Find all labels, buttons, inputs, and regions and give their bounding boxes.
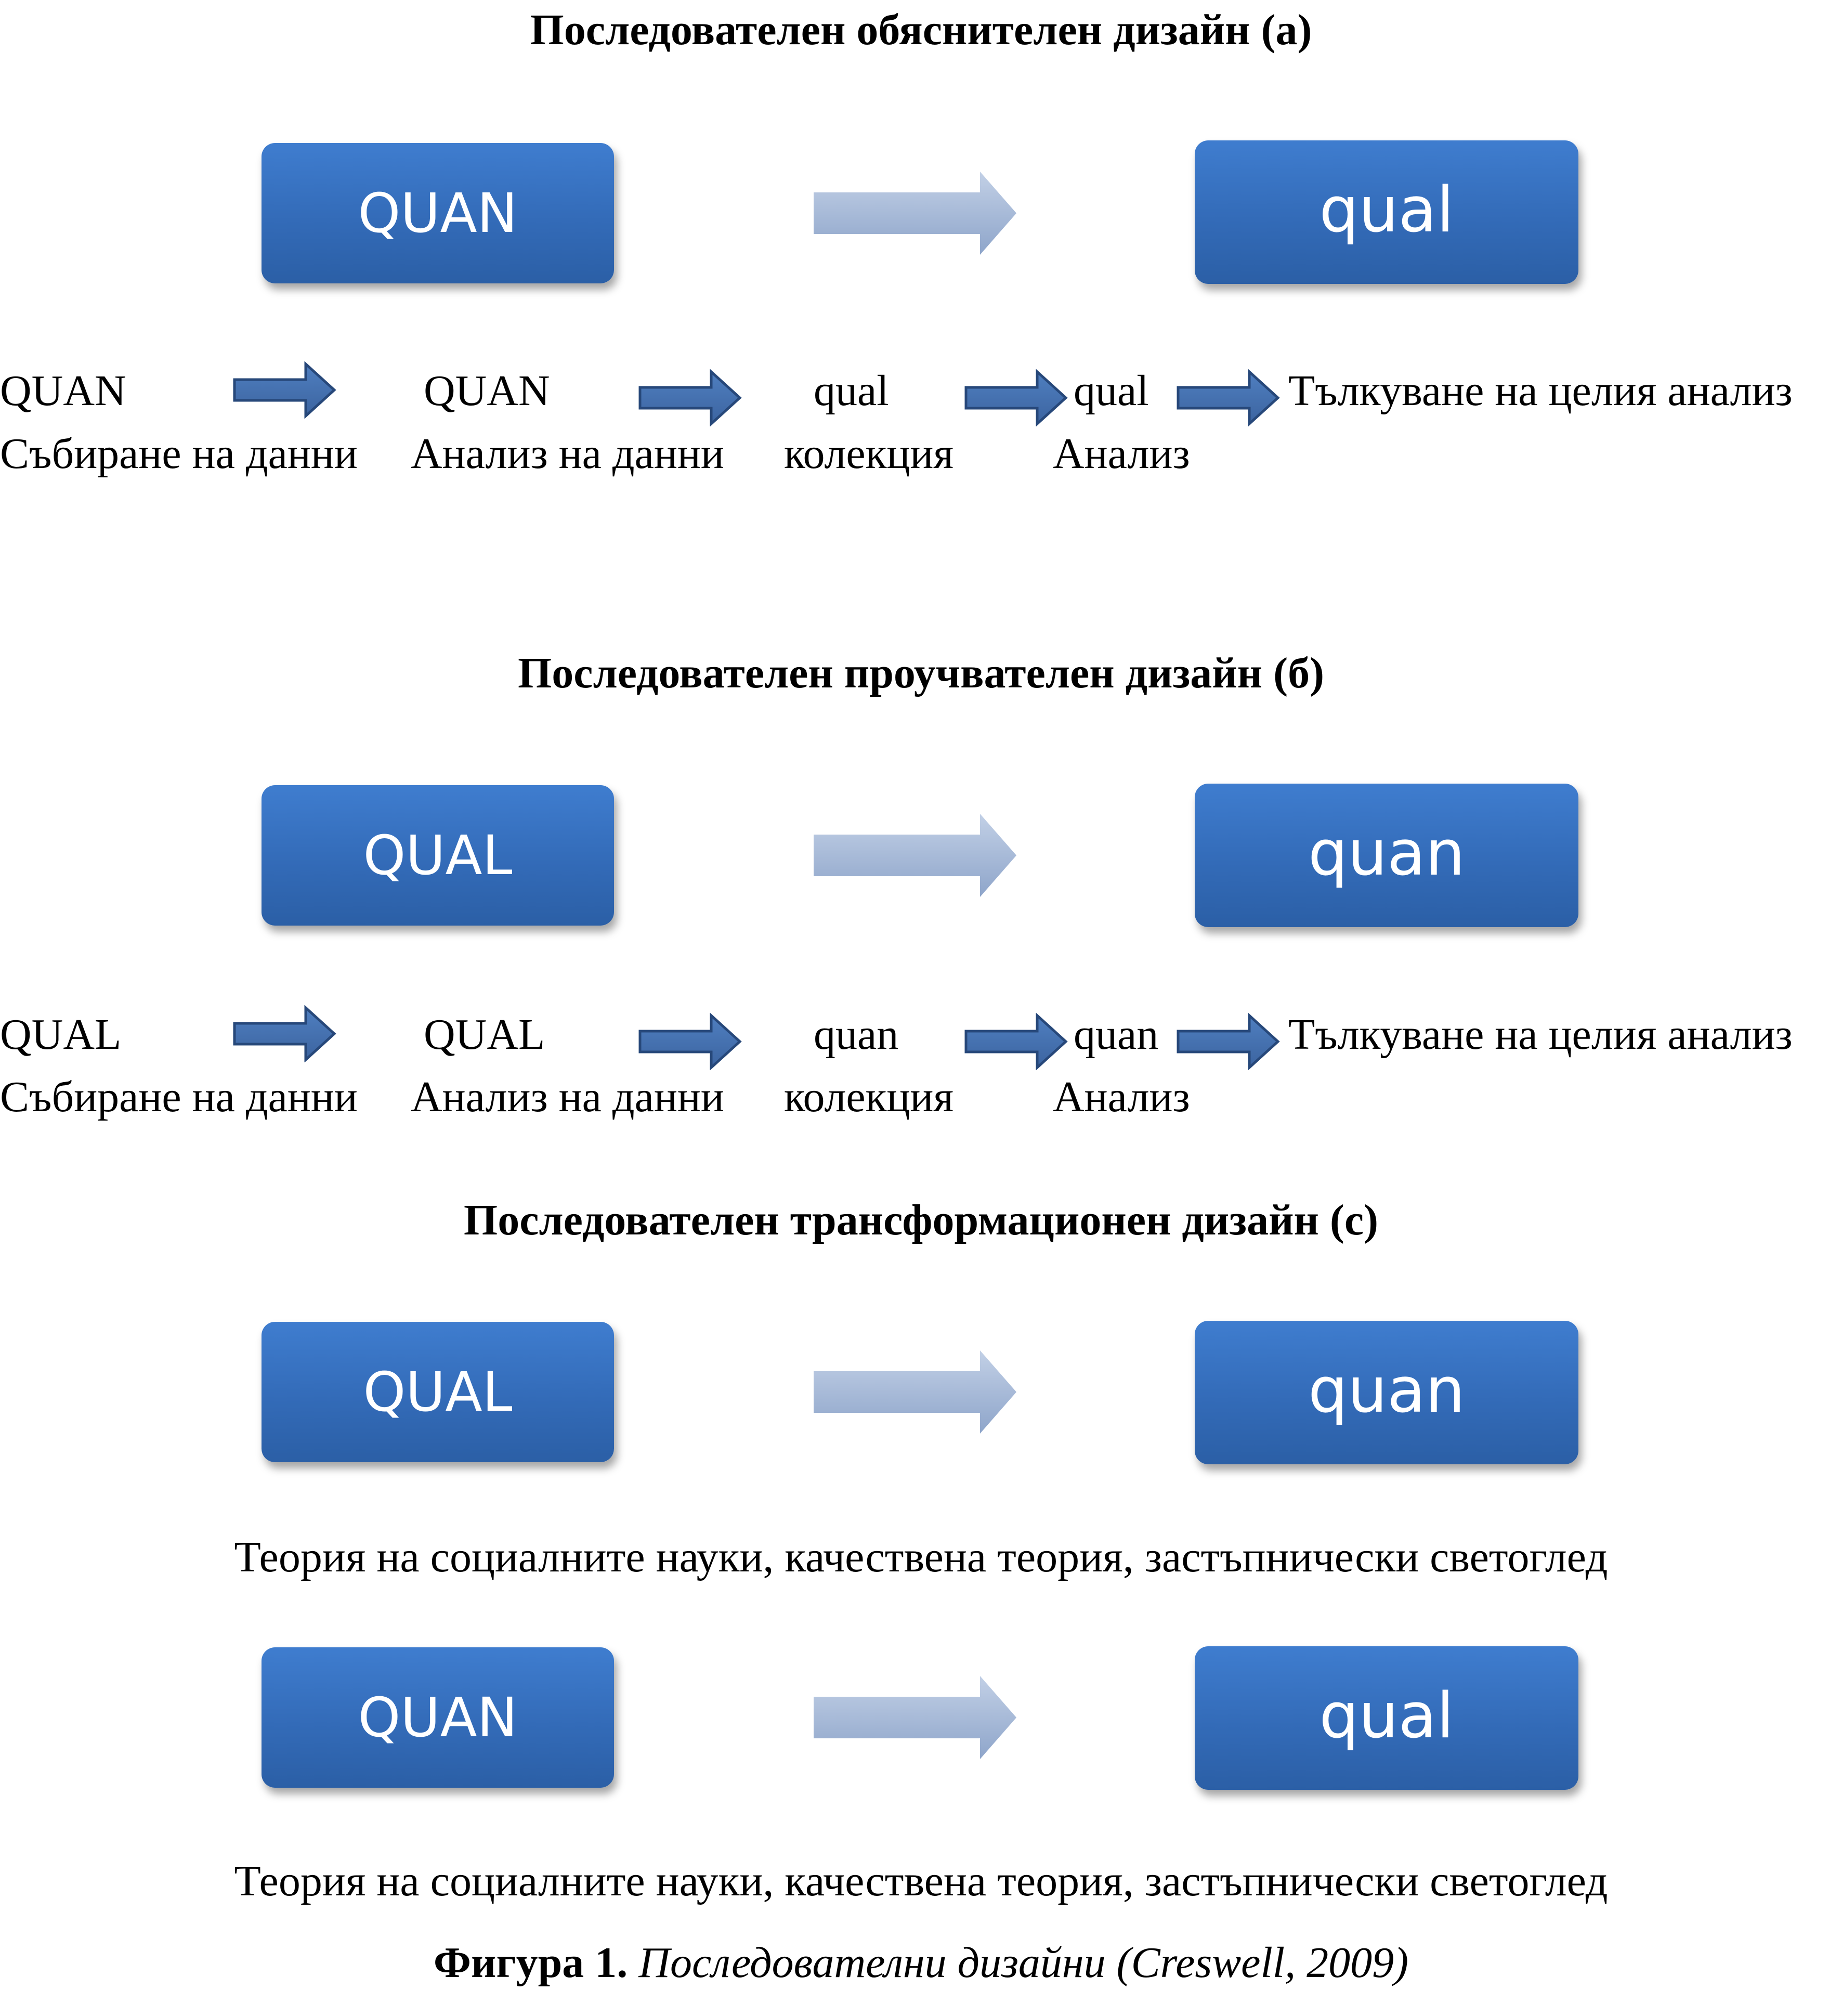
- quan-box: quan: [1195, 1321, 1578, 1464]
- big-arrow-icon: [814, 1676, 1016, 1759]
- step-5-top: Тълкуване на целия анализ: [1288, 367, 1793, 415]
- step-3-bottom: колекция: [784, 1073, 953, 1121]
- arrow-right-icon: [233, 361, 336, 419]
- figure-caption: Фигура 1. Последователни дизайни (Creswe…: [0, 1937, 1842, 1989]
- step-2-bottom: Анализ на данни: [411, 430, 724, 478]
- step-4-bottom: Анализ: [1053, 430, 1190, 478]
- step-1-bottom: Събиране на данни: [0, 430, 358, 478]
- arrow-right-icon: [1177, 1013, 1280, 1070]
- theory-caption: Теория на социалните науки, качествена т…: [234, 1857, 1608, 1905]
- step-1-top: QUAL: [0, 1010, 122, 1059]
- big-arrow-icon: [814, 814, 1016, 897]
- step-5-top: Тълкуване на целия анализ: [1288, 1010, 1793, 1059]
- qual-box: QUAL: [262, 1322, 614, 1462]
- step-3-top: qual: [814, 367, 889, 415]
- qual-box: QUAL: [262, 785, 614, 926]
- step-2-top: QUAL: [424, 1010, 545, 1059]
- step-1-bottom: Събиране на данни: [0, 1073, 358, 1121]
- arrow-right-icon: [964, 1013, 1068, 1070]
- arrow-right-icon: [638, 369, 742, 426]
- theory-caption: Теория на социалните науки, качествена т…: [234, 1533, 1608, 1581]
- arrow-right-icon: [638, 1013, 742, 1070]
- step-2-bottom: Анализ на данни: [411, 1073, 724, 1121]
- step-3-top: quan: [814, 1010, 899, 1059]
- quan-box: quan: [1195, 784, 1578, 927]
- section-b-title: Последователен проучвателен дизайн (б): [517, 649, 1325, 697]
- section-c-title: Последователен трансформационен дизайн (…: [463, 1196, 1379, 1244]
- arrow-right-icon: [233, 1005, 336, 1062]
- qual-box: qual: [1195, 1646, 1578, 1790]
- step-4-top: qual: [1074, 367, 1149, 415]
- big-arrow-icon: [814, 1350, 1016, 1434]
- step-3-bottom: колекция: [784, 430, 953, 478]
- step-2-top: QUAN: [424, 367, 550, 415]
- step-1-top: QUAN: [0, 367, 126, 415]
- quan-box: QUAN: [262, 143, 614, 283]
- big-arrow-icon: [814, 172, 1016, 255]
- arrow-right-icon: [964, 369, 1068, 426]
- step-4-top: quan: [1074, 1010, 1159, 1059]
- qual-box: qual: [1195, 140, 1578, 284]
- section-a-title: Последователен обяснителен дизайн (а): [530, 6, 1312, 54]
- quan-box: QUAN: [262, 1647, 614, 1788]
- arrow-right-icon: [1177, 369, 1280, 426]
- figure-text: Последователни дизайни (Creswell, 2009): [638, 1939, 1409, 1987]
- step-4-bottom: Анализ: [1053, 1073, 1190, 1121]
- figure-label: Фигура 1.: [433, 1939, 628, 1987]
